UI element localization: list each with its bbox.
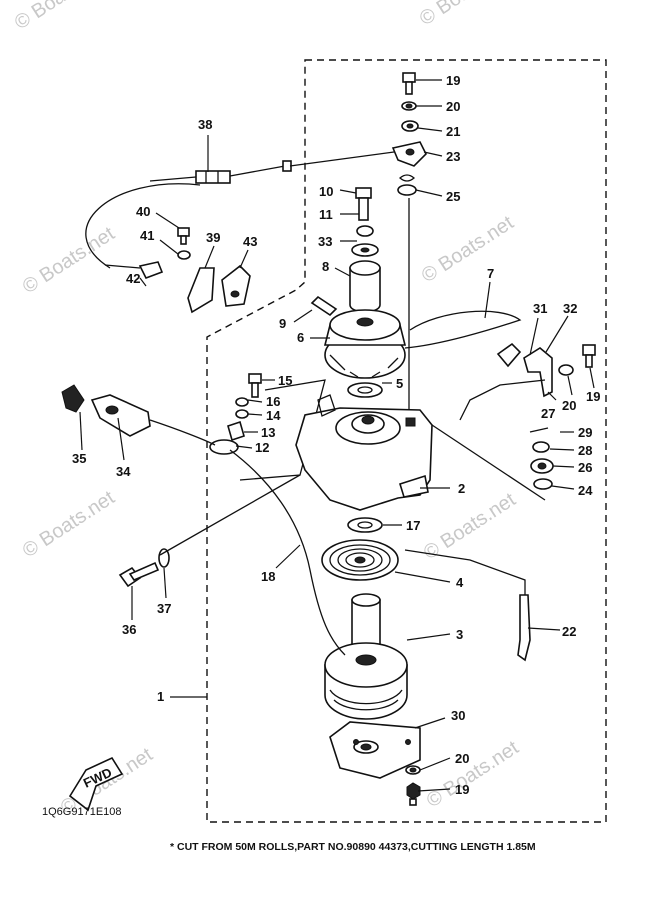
- label-part-18: 18: [261, 569, 275, 584]
- label-part-10: 10: [319, 184, 333, 199]
- footnote: * CUT FROM 50M ROLLS,PART NO.90890 44373…: [170, 841, 536, 853]
- label-part-34: 34: [116, 464, 131, 479]
- label-part-41: 41: [140, 228, 154, 243]
- label-part-2: 2: [458, 481, 465, 496]
- label-part-32: 32: [563, 301, 577, 316]
- label-part-20-bottom: 20: [455, 751, 469, 766]
- drive-plate: [323, 309, 407, 379]
- leader-lines: [79, 79, 595, 792]
- watermark-2: © Boats.net: [416, 0, 516, 30]
- label-part-27: 27: [541, 406, 555, 421]
- watermark-8: © Boats.net: [423, 736, 523, 812]
- label-part-40: 40: [136, 204, 150, 219]
- label-part-11: 11: [319, 207, 333, 222]
- washer-5: [347, 382, 383, 398]
- watermark-5: © Boats.net: [19, 486, 119, 562]
- starter-case: [295, 394, 433, 511]
- label-part-16: 16: [266, 394, 280, 409]
- watermark-3: © Boats.net: [19, 222, 119, 298]
- assembly-boundary: [206, 59, 607, 823]
- label-part-39: 39: [206, 230, 220, 245]
- label-part-38: 38: [198, 117, 212, 132]
- watermark-4: © Boats.net: [418, 211, 518, 287]
- label-part-7: 7: [487, 266, 494, 281]
- label-part-22: 22: [562, 624, 576, 639]
- label-part-42: 42: [126, 271, 140, 286]
- label-part-13: 13: [261, 425, 275, 440]
- watermark-6: © Boats.net: [420, 488, 520, 564]
- throttle-linkage: [104, 227, 251, 314]
- part-labels: 1 2 3 4 5 6 7 8 9 10 11 12 13 14 15 16 1…: [72, 73, 600, 797]
- watermark-1: © Boats.net: [11, 0, 111, 34]
- right-side-parts: [431, 342, 596, 501]
- throttle-cable: [85, 151, 395, 269]
- label-part-31: 31: [533, 301, 547, 316]
- label-part-43: 43: [243, 234, 257, 249]
- label-part-25: 25: [446, 189, 460, 204]
- label-part-9: 9: [279, 316, 286, 331]
- bottom-plate: [329, 721, 421, 806]
- label-part-36: 36: [122, 622, 136, 637]
- top-hardware: [391, 72, 427, 413]
- label-part-24: 24: [578, 483, 593, 498]
- label-part-19-top: 19: [446, 73, 460, 88]
- drive-spring: [404, 310, 522, 349]
- label-part-20-right: 20: [562, 398, 576, 413]
- diagram-code: 1Q6G9171E108: [42, 806, 122, 818]
- label-part-8: 8: [322, 259, 329, 274]
- label-part-19-bottom: 19: [455, 782, 469, 797]
- label-part-33: 33: [318, 234, 332, 249]
- cables: [229, 449, 531, 662]
- label-part-3: 3: [456, 627, 463, 642]
- label-part-12: 12: [255, 440, 269, 455]
- kill-switch: [61, 384, 216, 446]
- label-part-14: 14: [266, 408, 281, 423]
- recoil-assembly: [321, 517, 408, 720]
- label-part-29: 29: [578, 425, 592, 440]
- label-part-26: 26: [578, 460, 592, 475]
- label-part-5: 5: [396, 376, 403, 391]
- label-part-19-right: 19: [586, 389, 600, 404]
- label-part-20-top: 20: [446, 99, 460, 114]
- label-part-37: 37: [157, 601, 171, 616]
- label-part-35: 35: [72, 451, 86, 466]
- label-part-1: 1: [157, 689, 164, 704]
- label-part-30: 30: [451, 708, 465, 723]
- label-part-28: 28: [578, 443, 592, 458]
- label-part-4: 4: [456, 575, 464, 590]
- label-part-6: 6: [297, 330, 304, 345]
- mount-bolt: [118, 474, 301, 588]
- label-part-21: 21: [446, 124, 460, 139]
- label-part-15: 15: [278, 373, 292, 388]
- label-part-23: 23: [446, 149, 460, 164]
- label-part-17: 17: [406, 518, 420, 533]
